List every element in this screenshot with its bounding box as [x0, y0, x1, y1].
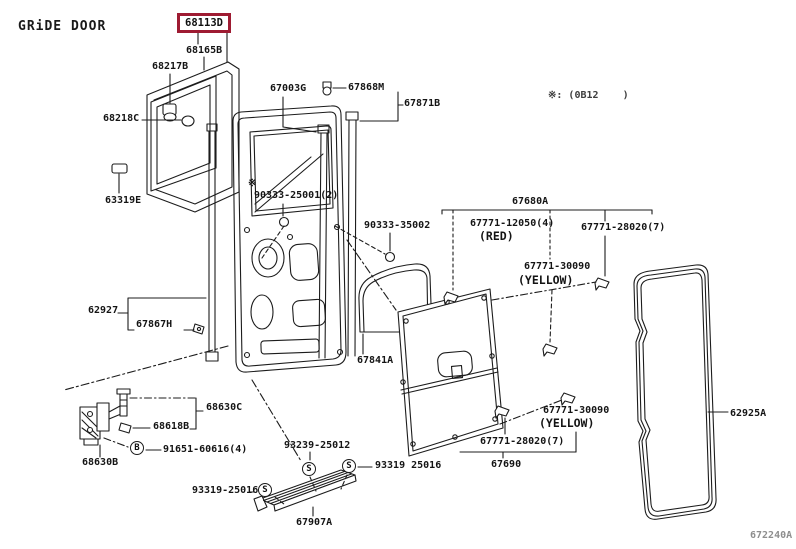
- label-93239-25012[interactable]: 93239-25012: [284, 440, 351, 451]
- inner-panel-assembly: [141, 32, 240, 213]
- label-67680a[interactable]: 67680A: [512, 196, 549, 207]
- diagram-title: GRiDE DOOR: [18, 19, 107, 34]
- marker-s-scuff-center: S: [302, 462, 316, 476]
- label-67771-30090-top[interactable]: 67771-30090: [524, 261, 591, 272]
- marker-b-bolt: B: [130, 441, 144, 455]
- 62925a-weatherstrip-seal: [633, 264, 729, 520]
- 67841a-glass: [358, 263, 433, 355]
- 67690-trim-board: [397, 288, 504, 457]
- label-68618b[interactable]: 68618B: [153, 421, 190, 432]
- highlighted-part-callout[interactable]: 68113D: [177, 13, 231, 33]
- label-67771-28020-bottom[interactable]: 67771-28020(7): [480, 436, 565, 447]
- label-93319-25016-left[interactable]: 93319-25016: [192, 485, 259, 496]
- label-67841a[interactable]: 67841A: [357, 355, 394, 366]
- label-91651-60616[interactable]: 91651-60616(4): [163, 444, 248, 455]
- label-68630c[interactable]: 68630C: [206, 402, 243, 413]
- label-67003g[interactable]: 67003G: [270, 83, 307, 94]
- label-90333-35002[interactable]: 90333-35002: [364, 220, 431, 231]
- label-67867h[interactable]: 67867H: [136, 319, 173, 330]
- marker-s-scuff-left: S: [258, 483, 272, 497]
- 67003g-run-channel: [282, 96, 330, 359]
- label-68165b[interactable]: 68165B: [186, 45, 223, 56]
- label-67907a[interactable]: 67907A: [296, 517, 333, 528]
- highlighted-part-number: 68113D: [185, 17, 223, 29]
- label-67771-28020-top[interactable]: 67771-28020(7): [581, 222, 666, 233]
- 62927-retainer: [117, 123, 219, 362]
- label-67771-30090-top-color[interactable]: (YELLOW): [518, 273, 574, 287]
- marker-s-scuff-right: S: [342, 459, 356, 473]
- label-62925a[interactable]: 62925A: [730, 408, 767, 419]
- label-67771-30090-bottom[interactable]: 67771-30090: [543, 405, 610, 416]
- label-68218c[interactable]: 68218C: [103, 113, 140, 124]
- label-93319-25016-right[interactable]: 93319 25016: [375, 460, 442, 471]
- label-67771-12050-color[interactable]: (RED): [479, 229, 514, 243]
- 67868m-bolt: [322, 81, 347, 96]
- marker-connectors: [249, 451, 373, 505]
- 67871b-weatherstrip: [345, 91, 404, 357]
- label-67690[interactable]: 67690: [491, 459, 522, 470]
- applicability-note: ※: (0B12 ): [548, 90, 629, 101]
- 90333-35002-grommet: [334, 225, 396, 263]
- label-63319e[interactable]: 63319E: [105, 195, 142, 206]
- 68630b-lock-assembly: [79, 388, 204, 458]
- label-67871b[interactable]: 67871B: [404, 98, 441, 109]
- label-90333-25001[interactable]: 90333-25001(2): [254, 190, 339, 201]
- label-62927[interactable]: 62927: [88, 305, 119, 316]
- figure-code: 672240A: [750, 530, 793, 541]
- fastener-clips-and-brackets: [441, 209, 653, 459]
- label-67771-30090-bottom-color[interactable]: (YELLOW): [539, 416, 595, 430]
- label-68217b[interactable]: 68217B: [152, 61, 189, 72]
- label-90333-25001-mark[interactable]: ※: [248, 178, 257, 189]
- 67907a-scuff-plate: [253, 469, 357, 517]
- projection-lines: [63, 239, 397, 462]
- 67867h-clip: [183, 323, 205, 335]
- label-67771-12050[interactable]: 67771-12050(4): [470, 218, 555, 229]
- 90333-25001-grommet: [261, 203, 290, 259]
- label-68630b[interactable]: 68630B: [82, 457, 119, 468]
- label-67868m[interactable]: 67868M: [348, 82, 385, 93]
- door-shell: [232, 105, 347, 373]
- 63319e-clip: [111, 163, 128, 194]
